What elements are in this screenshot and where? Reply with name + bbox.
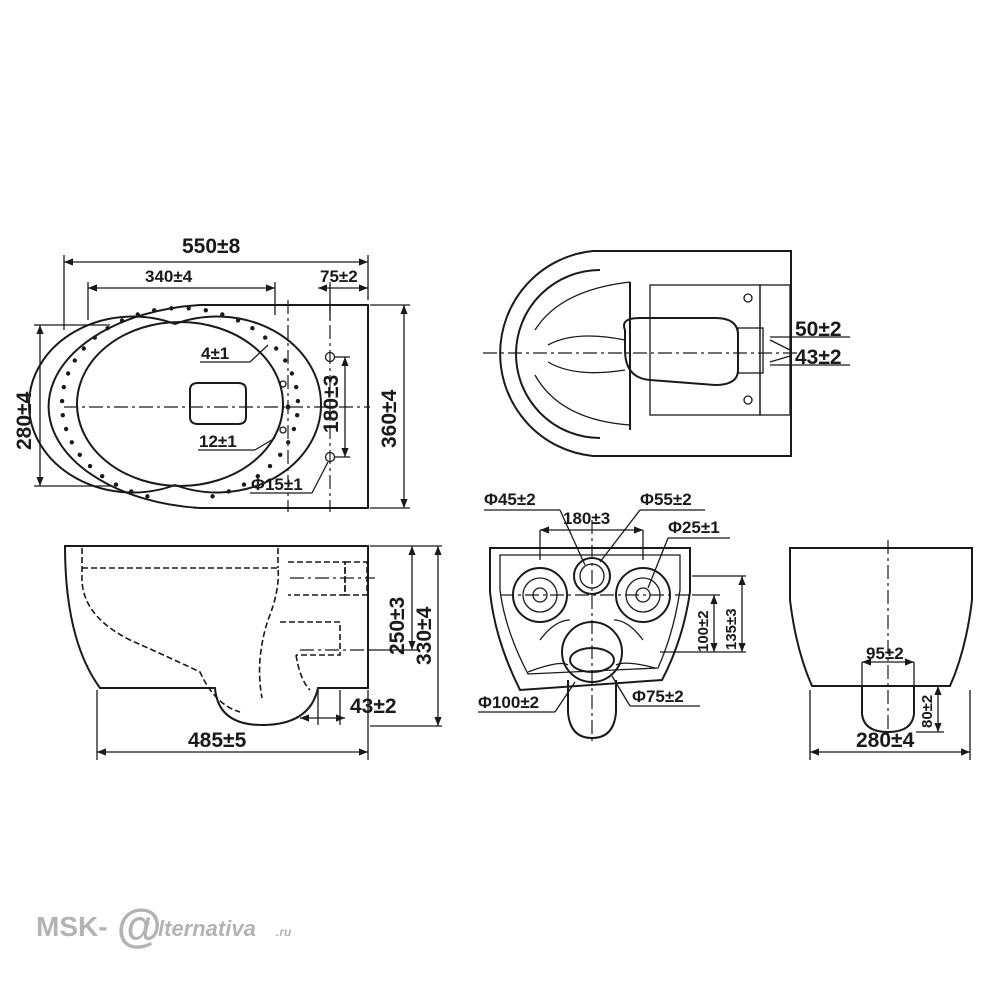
label-outlet-a: Φ100±2: [478, 693, 539, 712]
rim-hole: [87, 463, 93, 469]
rim-hole: [263, 335, 268, 340]
rim-hole: [294, 384, 299, 390]
watermark-domain: .ru: [276, 925, 292, 939]
rim-hole: [291, 426, 297, 432]
rim-hole: [113, 482, 119, 487]
dim-outlet-offset: 43±2: [350, 695, 397, 718]
rim-hole: [152, 308, 157, 313]
rim-hole: [60, 413, 65, 418]
rear-view: 180±3 Φ45±2 Φ55±2 Φ25±1 100±2 135±3 Φ100…: [478, 490, 746, 745]
dim-height-outer: 330±4: [413, 606, 436, 665]
rim-hole: [105, 326, 110, 331]
dim-width-inner: 280±4: [13, 391, 36, 450]
label-mount-hole: Φ15±1: [251, 475, 303, 494]
rim-hole: [63, 426, 69, 432]
rim-hole: [65, 371, 71, 376]
dim-rear-spacing: 180±3: [563, 509, 610, 528]
rim-hole: [186, 306, 191, 311]
rim-hole: [169, 306, 174, 311]
rim-hole: [72, 358, 78, 363]
rim-hole: [145, 494, 150, 499]
rim-hole: [61, 384, 66, 390]
rim-hole: [100, 474, 105, 479]
dim-front-outlet-height: 80±2: [919, 695, 936, 728]
dim-rear-height-a: 100±2: [695, 610, 712, 652]
bottom-view: 50±2 43±2: [483, 250, 850, 457]
rim-hole: [69, 440, 75, 445]
rim-hole: [220, 312, 225, 317]
rim-hole: [255, 474, 260, 479]
dim-width-outer: 360±4: [378, 389, 401, 448]
rim-hole: [92, 335, 98, 340]
rim-hole: [286, 440, 291, 445]
dim-rear-offset: 75±2: [320, 267, 358, 286]
rim-hole: [283, 358, 288, 363]
rim-hole: [235, 318, 241, 323]
dim-bottom-b: 43±2: [795, 346, 842, 369]
label-outlet-b: Φ75±2: [632, 687, 684, 706]
side-view: 250±3 330±4 43±2 485±5: [63, 545, 442, 760]
rim-hole: [135, 312, 140, 317]
dim-rear-height-b: 135±3: [723, 608, 740, 650]
watermark-suffix: lternativa: [158, 916, 256, 941]
rim-hole: [267, 463, 273, 469]
rim-hole: [250, 326, 255, 331]
rim-hole: [241, 482, 247, 487]
label-bolt-hole: Φ25±1: [668, 518, 720, 537]
rim-hole: [210, 494, 215, 499]
dim-overall-length: 550±8: [182, 235, 241, 258]
dim-front-width: 280±4: [856, 729, 915, 752]
rim-holes: [59, 306, 301, 499]
rim-hole: [81, 346, 87, 351]
rim-hole: [77, 452, 83, 457]
rim-hole: [203, 308, 208, 313]
label-hole-a: 4±1: [201, 344, 229, 363]
watermark-brand: MSK-: [36, 911, 108, 942]
rim-hole: [278, 452, 283, 457]
dim-depth: 485±5: [188, 729, 247, 752]
top-view: 550±8 340±4 75±2 280±4 360±4 180±3 4±1 1…: [13, 235, 410, 512]
label-inlet-b: Φ55±2: [640, 490, 692, 509]
dim-bottom-a: 50±2: [795, 318, 842, 341]
dim-height-inner: 250±3: [386, 597, 409, 655]
rim-hole: [59, 398, 65, 404]
rim-hole: [289, 371, 295, 376]
dim-hole-spacing: 180±3: [320, 375, 343, 433]
rim-hole: [129, 489, 134, 494]
label-hole-b: 12±1: [199, 432, 237, 451]
rim-hole: [295, 413, 300, 418]
label-inlet-a: Φ45±2: [484, 490, 536, 509]
watermark-at-glyph: @: [116, 900, 161, 952]
dim-front-outlet-width: 95±2: [866, 644, 904, 663]
watermark-logo: MSK- @ lternativa .ru: [36, 900, 292, 952]
rim-hole: [295, 398, 301, 404]
front-view: 95±2 80±2 280±4: [789, 540, 973, 760]
rim-hole: [226, 489, 231, 494]
rim-hole: [119, 318, 125, 323]
dim-inner-length: 340±4: [145, 267, 193, 286]
rim-hole: [274, 346, 279, 351]
